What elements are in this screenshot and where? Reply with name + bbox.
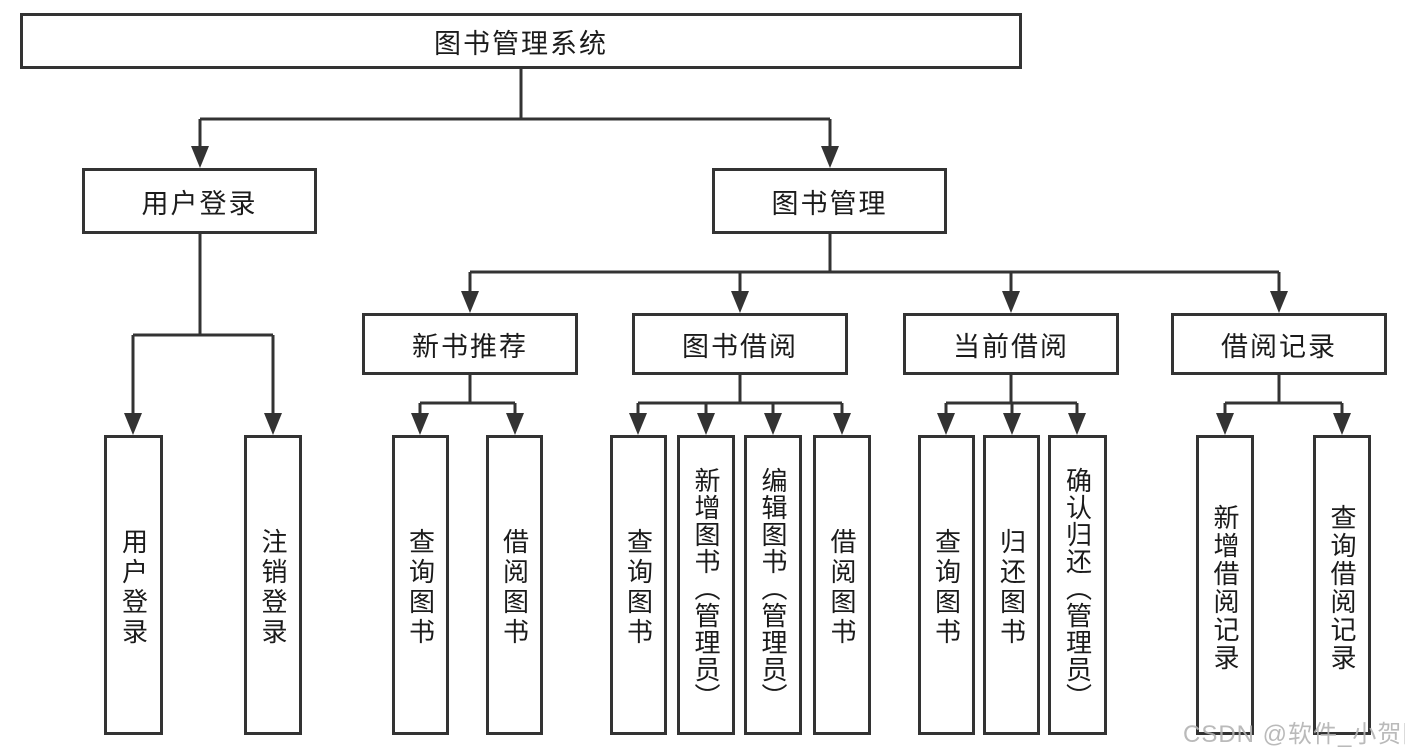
- node-borrowing-records: 借阅记录: [1171, 313, 1387, 375]
- node-user-login: 用户登录: [82, 168, 317, 234]
- leaf-query-borrow-record: 查询借阅记录: [1313, 435, 1371, 735]
- leaf-logout: 注销登录: [244, 435, 302, 735]
- leaf-query-books-current: 查询图书: [918, 435, 975, 735]
- leaf-confirm-return-admin: 确认归还（管理员）: [1048, 435, 1107, 735]
- node-library-management-system: 图书管理系统: [20, 13, 1022, 69]
- leaf-add-books-admin: 新增图书（管理员）: [677, 435, 735, 735]
- leaf-borrow-books: 借阅图书: [813, 435, 871, 735]
- leaf-return-books: 归还图书: [983, 435, 1040, 735]
- leaf-edit-books-admin: 编辑图书（管理员）: [744, 435, 802, 735]
- leaf-borrow-books-rec: 借阅图书: [486, 435, 543, 735]
- node-new-book-recommendation: 新书推荐: [362, 313, 578, 375]
- leaf-query-books-borrow: 查询图书: [610, 435, 667, 735]
- csdn-watermark: CSDN @软件_小贺同学: [1183, 721, 1405, 748]
- arrowheads: [124, 146, 1351, 435]
- node-book-borrowing: 图书借阅: [632, 313, 848, 375]
- leaf-add-borrow-record: 新增借阅记录: [1196, 435, 1254, 735]
- node-current-borrowing: 当前借阅: [903, 313, 1119, 375]
- leaf-query-books-rec: 查询图书: [392, 435, 449, 735]
- leaf-user-login: 用户登录: [104, 435, 163, 735]
- node-book-management: 图书管理: [712, 168, 947, 234]
